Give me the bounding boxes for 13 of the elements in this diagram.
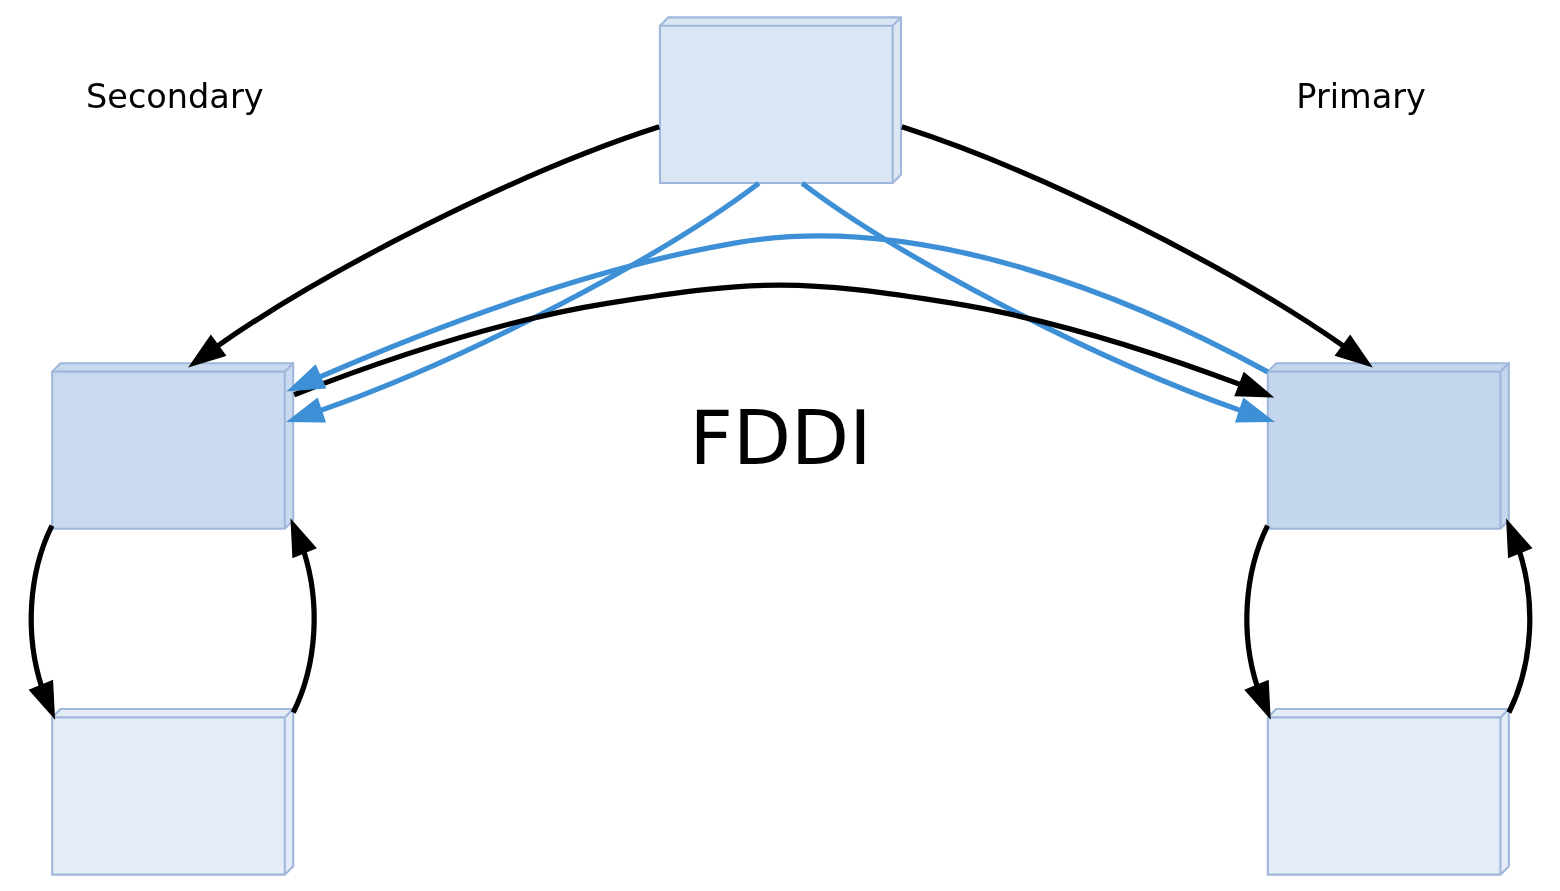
arrow — [800, 180, 1275, 423]
arrow — [292, 281, 1274, 398]
arrow — [289, 517, 317, 714]
arrow — [187, 123, 660, 367]
arrow — [900, 123, 1373, 367]
arrow — [28, 524, 55, 720]
arrow — [285, 232, 1269, 392]
label: Secondary — [85, 76, 264, 116]
label: FDDI — [689, 393, 871, 482]
label: Primary — [1295, 76, 1426, 116]
arrow — [1243, 524, 1271, 720]
arrow — [285, 180, 760, 423]
arrow — [1505, 517, 1533, 714]
